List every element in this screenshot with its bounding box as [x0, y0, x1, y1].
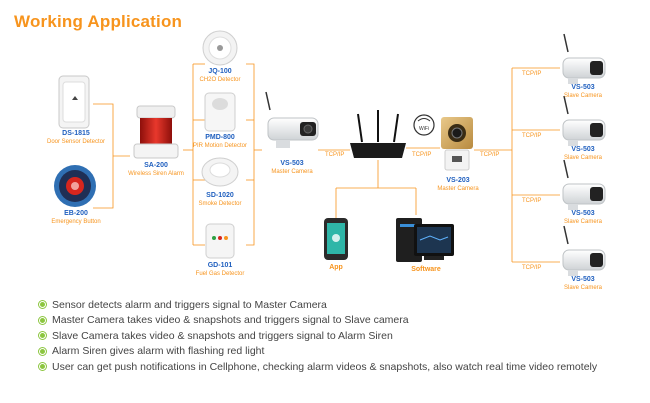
bullet-icon: [38, 362, 47, 372]
feature-text: Slave Camera takes video & snapshots and…: [52, 329, 393, 342]
bullet-icon: [38, 331, 47, 341]
bullet-icon: [38, 315, 47, 325]
software-label: Software: [404, 266, 448, 274]
slave-camera-2-desc: Slave Camera: [563, 155, 602, 161]
slave-camera-3-image: [562, 159, 606, 210]
router-image: [350, 110, 406, 158]
gas-code: GD-101: [207, 262, 233, 269]
slave-camera-1-desc: Slave Camera: [563, 93, 602, 99]
smartphone-image: [324, 218, 348, 260]
siren-image: [133, 105, 179, 159]
feature-item: User can get push notifications in Cellp…: [38, 359, 597, 375]
slave-camera-4-desc: Slave Camera: [563, 285, 602, 291]
page-title: Working Application: [14, 12, 183, 31]
slave-camera-3-code: VS-503: [571, 210, 595, 217]
feature-text: Sensor detects alarm and triggers signal…: [52, 298, 327, 311]
feature-list: Sensor detects alarm and triggers signal…: [38, 297, 597, 375]
app-label: App: [316, 264, 356, 272]
master-camera-2-label: VS-203 Master Camera: [428, 177, 488, 193]
slave-camera-2-image: [562, 95, 606, 146]
ch2o-code: JQ-100: [208, 68, 232, 75]
smoke-label: SD-1020 Smoke Detector: [190, 192, 250, 208]
smoke-desc: Smoke Detector: [198, 201, 242, 207]
slave-camera-1-code: VS-503: [571, 84, 595, 91]
tcp-label-slave-1: TCP/IP: [522, 71, 542, 77]
feature-text: Alarm Siren gives alarm with flashing re…: [52, 345, 265, 358]
computer-image: [396, 218, 454, 262]
feature-item: Slave Camera takes video & snapshots and…: [38, 328, 597, 344]
slave-camera-3-desc: Slave Camera: [563, 219, 602, 225]
pir-code: PMD-800: [205, 134, 235, 141]
emergency-button-desc: Emergency Button: [51, 219, 101, 225]
master-camera-code: VS-503: [280, 160, 304, 167]
door-sensor-label: DS-1815 Door Sensor Detector: [40, 130, 112, 146]
pir-desc: PIR Motion Detector: [192, 143, 248, 149]
slave-camera-3-label: VS-503 Slave Camera: [558, 210, 608, 226]
master-camera-2-code: VS-203: [446, 177, 470, 184]
slave-camera-4-image: [562, 225, 606, 276]
door-sensor-image: [58, 75, 90, 129]
pir-detector-image: [204, 92, 236, 132]
slave-camera-1-image: [562, 33, 606, 84]
software-code: Software: [411, 266, 441, 273]
slave-camera-2-code: VS-503: [571, 146, 595, 153]
tcp-label-master: TCP/IP: [325, 152, 345, 158]
emergency-button-label: EB-200 Emergency Button: [40, 210, 112, 226]
gas-label: GD-101 Fuel Gas Detector: [190, 262, 250, 278]
smoke-code: SD-1020: [206, 192, 234, 199]
feature-text: User can get push notifications in Cellp…: [52, 360, 598, 373]
network-diagram: WiFi: [54, 30, 606, 276]
door-sensor-desc: Door Sensor Detector: [46, 139, 106, 145]
master-camera-2-image: [441, 117, 473, 171]
gas-desc: Fuel Gas Detector: [195, 271, 245, 277]
tcp-label-slave-4: TCP/IP: [522, 265, 542, 271]
tcp-label-cam2: TCP/IP: [480, 152, 500, 158]
tcp-label-slave-2: TCP/IP: [522, 133, 542, 139]
master-camera-image: [265, 91, 319, 148]
feature-item: Sensor detects alarm and triggers signal…: [38, 297, 597, 313]
feature-item: Master Camera takes video & snapshots an…: [38, 313, 597, 329]
siren-code: SA-200: [144, 162, 168, 169]
bullet-icon: [38, 346, 47, 356]
master-camera-label: VS-503 Master Camera: [262, 160, 322, 176]
slave-camera-4-label: VS-503 Slave Camera: [558, 276, 608, 292]
slave-camera-2-label: VS-503 Slave Camera: [558, 146, 608, 162]
slave-camera-1-label: VS-503 Slave Camera: [558, 84, 608, 100]
gas-detector-image: [205, 223, 235, 259]
app-code: App: [329, 264, 343, 271]
feature-text: Master Camera takes video & snapshots an…: [52, 314, 409, 327]
pir-label: PMD-800 PIR Motion Detector: [186, 134, 254, 150]
feature-item: Alarm Siren gives alarm with flashing re…: [38, 344, 597, 360]
wifi-icon: [413, 114, 435, 136]
siren-label: SA-200 Wireless Siren Alarm: [118, 162, 194, 178]
ch2o-detector-image: [202, 30, 238, 66]
tcp-label-router: TCP/IP: [412, 152, 432, 158]
wifi-label: WiFi: [419, 126, 429, 132]
emergency-button-image: [54, 165, 96, 207]
master-camera-desc: Master Camera: [271, 169, 313, 175]
ch2o-desc: CH2O Detector: [199, 77, 241, 83]
bullet-icon: [38, 300, 47, 310]
smoke-detector-image: [201, 157, 239, 187]
door-sensor-code: DS-1815: [62, 130, 90, 137]
tcp-label-slave-3: TCP/IP: [522, 198, 542, 204]
connection-lines: [93, 63, 560, 263]
slave-camera-4-code: VS-503: [571, 276, 595, 283]
siren-desc: Wireless Siren Alarm: [128, 171, 184, 177]
emergency-button-code: EB-200: [64, 210, 88, 217]
master-camera-2-desc: Master Camera: [437, 186, 479, 192]
ch2o-label: JQ-100 CH2O Detector: [190, 68, 250, 84]
